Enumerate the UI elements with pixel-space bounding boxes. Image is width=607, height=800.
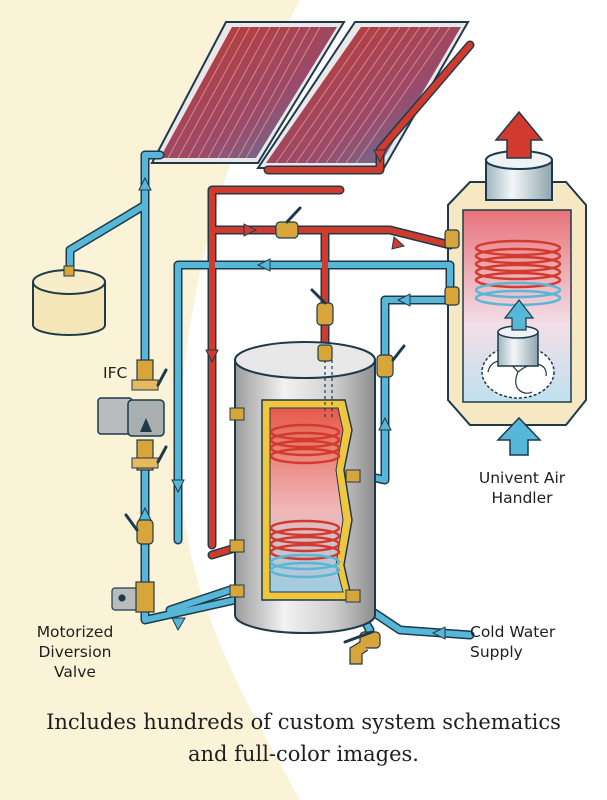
univent-air-handler [447, 110, 587, 456]
cold-water-label: Cold Water Supply [470, 622, 590, 662]
flow-arrow [171, 479, 185, 494]
flow-arrow [373, 149, 387, 164]
warm-air-out-arrow [494, 110, 544, 159]
ball-valve-icon [444, 286, 460, 306]
ball-valve-icon [275, 206, 302, 239]
caption-line-2: and full-color images. [188, 742, 419, 766]
flow-arrows [138, 149, 446, 640]
flow-arrow [171, 617, 186, 632]
motorized-valve-label-line: Motorized [36, 623, 114, 641]
motorized-valve-label: Motorized Diversion Valve [20, 622, 130, 682]
motorized-diversion-valve-icon [111, 581, 155, 613]
flow-arrow [396, 293, 411, 307]
motorized-valve-label-line: Valve [54, 663, 96, 681]
flow-arrow [378, 416, 392, 431]
cool-air-in-arrow [496, 416, 542, 456]
flow-arrow [256, 258, 271, 272]
ifc-label: IFC [103, 364, 128, 382]
cold-water-label-line: Supply [470, 643, 523, 661]
solar-collector-right [256, 21, 470, 169]
air-flow-arrow [503, 299, 535, 331]
flow-arrow [205, 349, 219, 364]
ball-valve-icon [317, 344, 333, 362]
ball-valve-icon [124, 513, 154, 545]
motorized-valve-label-line: Diversion [38, 643, 112, 661]
flow-arrow [431, 626, 446, 640]
ball-valve-icon [310, 288, 334, 326]
ball-valve-icon [444, 229, 460, 249]
storage-tank [229, 341, 376, 634]
caption-line-1: Includes hundreds of custom system schem… [46, 710, 561, 734]
ball-valves [124, 206, 460, 545]
expansion-tank-icon [32, 265, 106, 336]
hose-bib-icon [343, 630, 381, 665]
flow-arrow [138, 176, 152, 191]
ball-valve-icon [376, 344, 406, 378]
air-handler-label: Univent Air Handler [452, 468, 592, 508]
solar-collector-left [150, 21, 346, 164]
air-handler-label-line: Handler [491, 489, 553, 507]
flow-arrow [243, 223, 258, 237]
flow-arrow [391, 236, 406, 250]
circulator-pump-icon [97, 359, 168, 471]
air-handler-label-line: Univent Air [478, 469, 566, 487]
cold-water-label-line: Cold Water [470, 623, 556, 641]
